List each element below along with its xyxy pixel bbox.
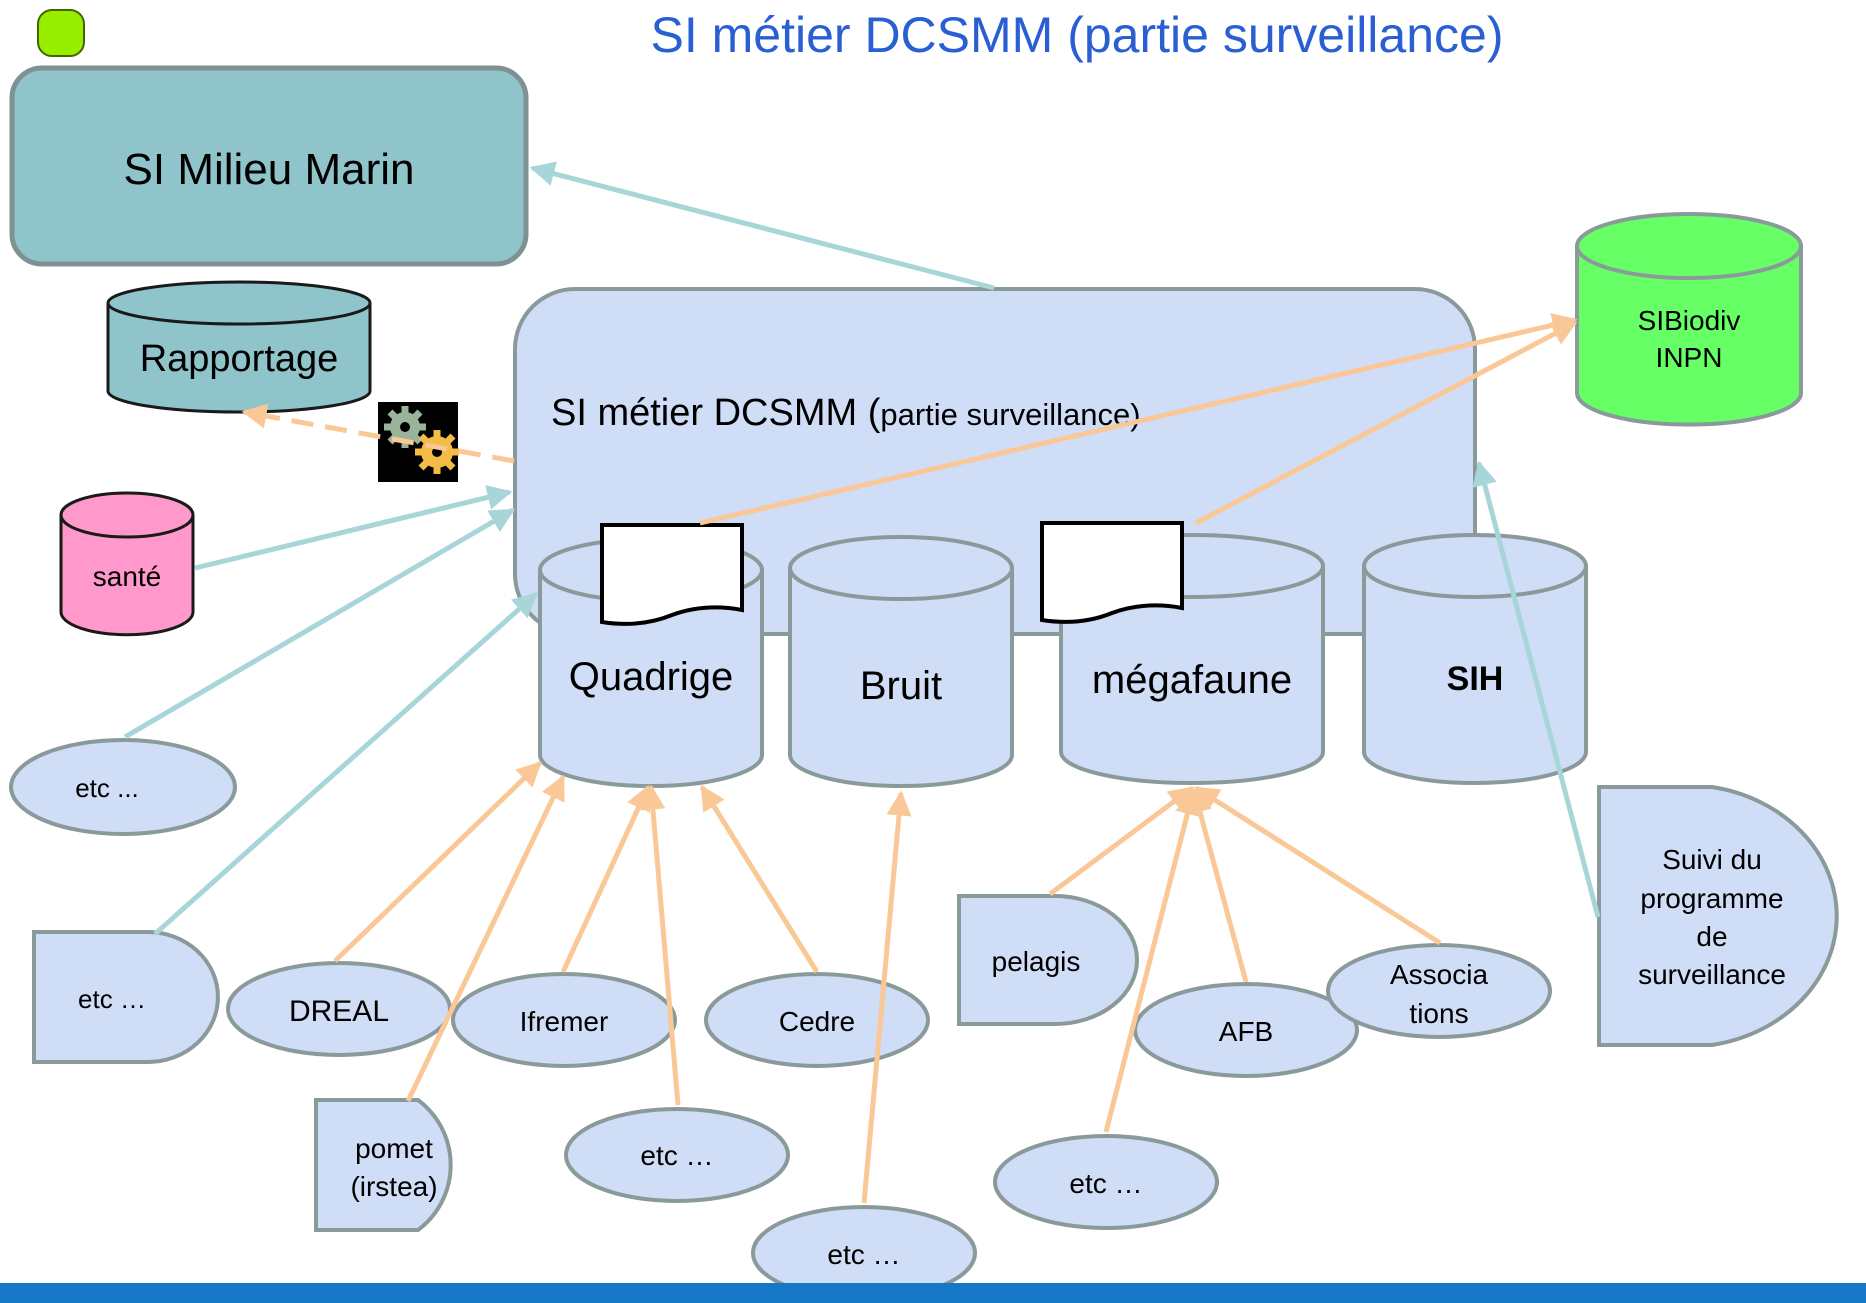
quadrige-label: Quadrige <box>569 655 734 699</box>
irstea-label: (irstea) <box>350 1171 437 1202</box>
bruit-database: Bruit <box>788 535 1014 788</box>
ifremer-node: Ifremer <box>451 972 677 1068</box>
suivi-label-4: surveillance <box>1638 959 1786 990</box>
bruit-label: Bruit <box>860 664 942 708</box>
arrow-associations-to-megafaune <box>1193 785 1442 946</box>
etc-quadrige-node: etc … <box>564 1107 790 1203</box>
rapportage-database: Rapportage <box>106 280 372 414</box>
arrow-etc-to-megafaune <box>1103 789 1200 1133</box>
associations-label-2: tions <box>1409 998 1468 1029</box>
arrow-dcsmm-to-milieu-marin <box>529 161 995 291</box>
suivi-programme-node: Suivi du programme de surveillance <box>1597 785 1839 1047</box>
arrow-etc-to-quadrige <box>640 784 681 1106</box>
sante-database: santé <box>59 491 195 637</box>
rapportage-label: Rapportage <box>140 338 339 380</box>
etc-megafaune-node: etc … <box>993 1134 1219 1230</box>
sante-label: santé <box>93 561 162 592</box>
si-milieu-marin-node: SI Milieu Marin <box>9 65 529 267</box>
sibiodiv-database: SIBiodiv INPN <box>1575 212 1803 427</box>
etc-bruit-label: etc … <box>827 1239 900 1270</box>
footer-bar <box>0 1283 1866 1303</box>
pelagis-label: pelagis <box>992 946 1081 977</box>
cedre-node: Cedre <box>704 972 930 1068</box>
arrow-etc-shape-to-quadrige <box>153 592 538 936</box>
arrow-suivi-to-dcsmm <box>1472 460 1601 918</box>
arrow-afb-to-megafaune <box>1187 787 1249 983</box>
arrow-cedre-to-quadrige <box>699 784 820 974</box>
arrow-pelagis-to-megafaune <box>1048 785 1195 897</box>
arrow-sante-to-dcsmm <box>194 485 513 571</box>
document-icon <box>600 523 744 626</box>
arrow-etc-oval-to-dcsmm <box>123 507 516 740</box>
etc-left-shape-label: etc … <box>78 984 146 1014</box>
inpn-label: INPN <box>1656 342 1723 373</box>
associations-label-1: Associa <box>1390 959 1488 990</box>
dreal-node: DREAL <box>226 961 452 1057</box>
pomet-label: pomet <box>355 1133 433 1164</box>
afb-node: AFB <box>1133 982 1359 1078</box>
sih-database: SIH <box>1362 533 1588 785</box>
etc-left-oval-node: etc ... <box>9 738 237 836</box>
megafaune-label: mégafaune <box>1092 658 1292 702</box>
suivi-label-1: Suivi du <box>1662 844 1762 875</box>
arrow-dreal-to-quadrige <box>333 761 542 963</box>
arrow-megafaune-to-sibiodiv <box>1194 320 1578 526</box>
status-dot-icon <box>37 9 85 57</box>
dcsmm-container-label: SI métier DCSMM (partie surveillance) <box>551 392 1141 434</box>
sibiodiv-label: SIBiodiv <box>1638 305 1741 336</box>
cedre-label: Cedre <box>779 1006 855 1037</box>
gears-icon <box>378 402 459 482</box>
etc-quadrige-label: etc … <box>640 1140 713 1171</box>
si-milieu-marin-label: SI Milieu Marin <box>124 145 415 194</box>
afb-label: AFB <box>1219 1016 1273 1047</box>
arrow-pomet-to-quadrige <box>405 774 566 1103</box>
arrow-etc-to-bruit <box>861 790 912 1204</box>
dreal-label: DREAL <box>289 995 389 1028</box>
ifremer-label: Ifremer <box>520 1006 609 1037</box>
etc-megafaune-label: etc … <box>1069 1168 1142 1199</box>
etc-left-oval-label: etc ... <box>75 773 139 803</box>
arrow-ifremer-to-quadrige <box>560 784 651 974</box>
page-title: SI métier DCSMM (partie surveillance) <box>651 7 1504 63</box>
arrow-quadrige-to-sibiodiv <box>699 312 1578 526</box>
pomet-node: pomet (irstea) <box>314 1098 453 1232</box>
arrow-dcsmm-to-rapportage <box>241 403 515 464</box>
etc-left-shape-node: etc … <box>32 930 220 1064</box>
suivi-label-2: programme <box>1640 883 1783 914</box>
sih-label: SIH <box>1447 660 1504 698</box>
suivi-label-3: de <box>1696 921 1727 952</box>
associations-node: Associa tions <box>1326 943 1552 1039</box>
document-icon <box>1040 521 1184 624</box>
pelagis-node: pelagis <box>957 894 1139 1026</box>
